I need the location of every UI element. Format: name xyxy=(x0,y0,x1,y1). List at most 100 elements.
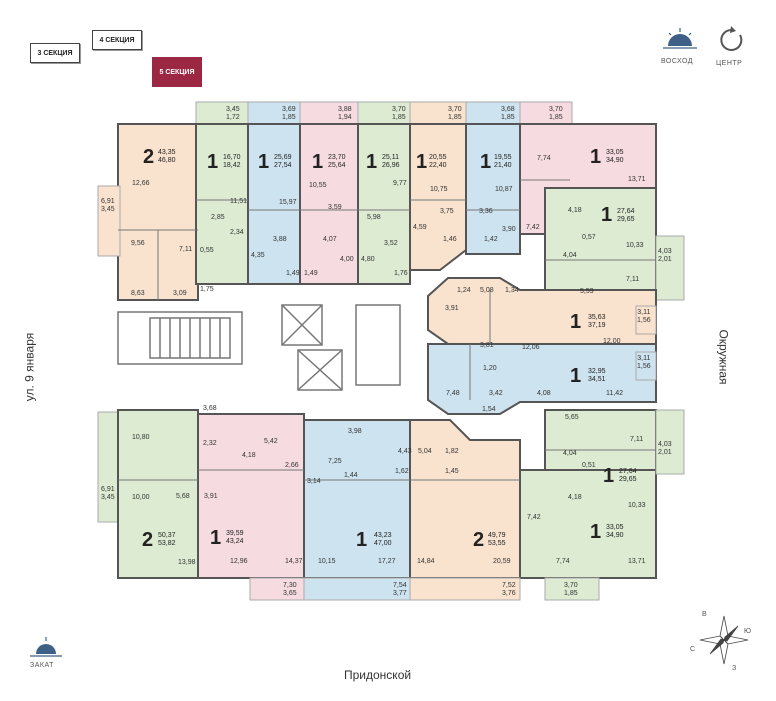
room-area: 3,88 xyxy=(273,236,287,243)
sunrise-icon xyxy=(663,28,697,49)
room-area: 7,25 xyxy=(328,458,342,465)
room-area: 15,97 xyxy=(279,199,297,206)
section-3-tag[interactable]: 3 СЕКЦИЯ xyxy=(30,43,80,63)
room-area: 5,68 xyxy=(176,493,190,500)
room-area: 12,06 xyxy=(522,344,540,351)
section-5-tag[interactable]: 5 СЕКЦИЯ xyxy=(152,57,202,87)
room-area: 14,37 xyxy=(285,558,303,565)
center-label: ЦЕНТР xyxy=(716,60,743,67)
balcony-top-1 xyxy=(195,101,249,127)
compass-west: С xyxy=(690,646,696,653)
room-area: 10,87 xyxy=(495,186,513,193)
room-area: 3,98 xyxy=(348,428,362,435)
room-area: 1,45 xyxy=(445,468,459,475)
room-area: 1,20 xyxy=(483,365,497,372)
apt-top-4[interactable] xyxy=(299,123,359,285)
apt-rooms: 1 xyxy=(570,311,582,333)
room-area: 1,24 xyxy=(457,287,471,294)
room-area: 4,04 xyxy=(563,252,577,259)
apt-top-2[interactable] xyxy=(195,123,249,285)
room-area: 13,71 xyxy=(628,176,646,183)
apt-top-3[interactable] xyxy=(247,123,301,285)
balcony-right-top xyxy=(655,235,685,301)
room-area: 20,59 xyxy=(493,558,511,565)
compass-south: З xyxy=(732,665,737,672)
apt-rooms: 1 xyxy=(258,151,270,173)
apt-rooms: 1 xyxy=(416,151,428,173)
apt-rooms: 2 xyxy=(143,146,155,168)
room-area: 10,33 xyxy=(628,502,646,509)
apt-bot-6[interactable] xyxy=(519,469,657,579)
room-area: 17,27 xyxy=(378,558,396,565)
apt-rooms: 1 xyxy=(570,365,582,387)
room-area: 4,18 xyxy=(242,452,256,459)
room-area: 7,74 xyxy=(537,155,551,162)
apt-bot-3[interactable] xyxy=(303,419,411,579)
sunset-label: ЗАКАТ xyxy=(30,662,54,669)
room-area: 5,65 xyxy=(565,414,579,421)
apt-top-7[interactable] xyxy=(465,123,521,255)
balcony-bot-3 xyxy=(409,577,521,601)
apt-bot-2[interactable] xyxy=(197,413,305,579)
apt-rooms: 2 xyxy=(473,529,485,551)
room-area: 3,81 xyxy=(480,342,494,349)
room-area: 4,18 xyxy=(568,494,582,501)
apt-top-6[interactable] xyxy=(409,123,467,271)
room-area: 14,84 xyxy=(417,558,435,565)
room-area: 2,85 xyxy=(211,214,225,221)
room-area: 1,62 xyxy=(395,468,409,475)
room-area: 3,14 xyxy=(307,478,321,485)
room-area: 1,46 xyxy=(443,236,457,243)
apt-bot-4[interactable] xyxy=(409,419,521,579)
room-area: 10,80 xyxy=(132,434,150,441)
room-area: 5,08 xyxy=(480,287,494,294)
room-area: 4,07 xyxy=(323,236,337,243)
room-area: 7,74 xyxy=(556,558,570,565)
apt-rooms: 1 xyxy=(366,151,378,173)
room-area: 9,77 xyxy=(393,180,407,187)
room-area: 4,00 xyxy=(340,256,354,263)
apt-rooms: 1 xyxy=(210,527,222,549)
room-area: 3,91 xyxy=(204,493,218,500)
room-area: 7,11 xyxy=(630,436,644,443)
room-area: 1,34 xyxy=(505,287,519,294)
room-area: 3,36 xyxy=(479,208,493,215)
room-area: 1,49 xyxy=(304,270,318,277)
balcony-right-bottom xyxy=(655,409,685,475)
room-area: 5,98 xyxy=(367,214,381,221)
room-area: 4,08 xyxy=(537,390,551,397)
room-area: 1,75 xyxy=(200,286,214,293)
apt-rooms: 1 xyxy=(312,151,324,173)
room-area: 3,42 xyxy=(489,390,503,397)
room-area: 4,04 xyxy=(563,450,577,457)
apt-top-9[interactable] xyxy=(544,187,657,301)
room-area: 11,51 xyxy=(230,198,247,205)
section-4-tag[interactable]: 4 СЕКЦИЯ xyxy=(92,30,142,50)
sunrise-label: ВОСХОД xyxy=(661,58,694,65)
apt-rooms: 1 xyxy=(207,151,219,173)
room-area: 1,54 xyxy=(482,406,496,413)
room-area: 1,49 xyxy=(286,270,300,277)
